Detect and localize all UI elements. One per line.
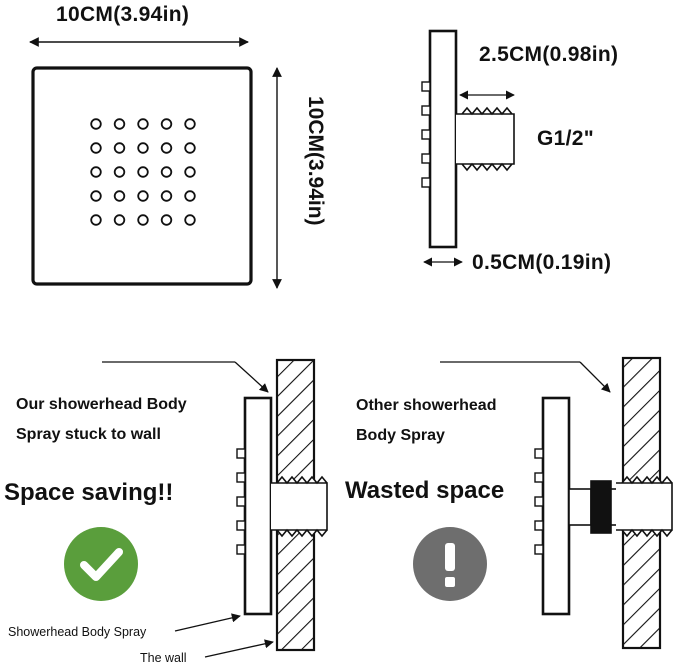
depth-label: 2.5CM(0.98in) <box>479 43 619 66</box>
height-label: 10CM(3.94in) <box>304 96 327 226</box>
side-nozzles <box>421 81 431 188</box>
nozzle <box>137 118 149 130</box>
space-saving-label: Space saving!! <box>4 479 174 506</box>
nozzle <box>160 166 173 178</box>
nozzle <box>184 142 196 154</box>
nozzle <box>184 166 196 178</box>
wall-callout-label: The wall <box>140 651 187 665</box>
exclamation-icon <box>445 543 455 587</box>
exclamation-badge <box>413 527 487 601</box>
nozzle <box>184 214 196 226</box>
check-badge <box>64 527 138 601</box>
nozzle <box>160 118 173 130</box>
nozzle <box>90 142 102 154</box>
connector-nut <box>590 480 612 534</box>
ours-caption-line2: Spray stuck to wall <box>16 426 161 443</box>
threaded-inlet-right <box>616 475 673 538</box>
thread-label: G1/2" <box>537 127 594 150</box>
body-spray-left <box>243 396 273 616</box>
nozzle <box>113 166 126 178</box>
wasted-space-label: Wasted space <box>345 477 505 504</box>
plate-thickness-label: 0.5CM(0.19in) <box>472 251 612 274</box>
check-icon <box>80 548 123 581</box>
threaded-inlet <box>456 106 515 172</box>
plate-side-view <box>428 29 458 249</box>
spray-callout-label: Showerhead Body Spray <box>8 625 147 639</box>
nozzle <box>160 214 173 226</box>
nozzle <box>137 190 149 202</box>
nozzle-grid <box>90 118 196 226</box>
nozzle <box>90 118 102 130</box>
nozzle <box>113 190 126 202</box>
nozzle <box>113 214 126 226</box>
spray-callout-line <box>174 613 241 632</box>
extension-pipe <box>568 488 592 526</box>
nozzle <box>90 166 102 178</box>
nozzle <box>184 190 196 202</box>
width-label: 10CM(3.94in) <box>56 3 190 26</box>
threaded-inlet-left <box>271 475 328 538</box>
nozzle <box>160 190 173 202</box>
nozzle <box>90 214 102 226</box>
ours-caption-line1: Our showerhead Body <box>16 396 187 413</box>
other-caption-line2: Body Spray <box>356 427 445 444</box>
other-caption-line1: Other showerhead <box>356 397 497 414</box>
nozzle <box>184 118 196 130</box>
wall-callout-line <box>204 639 274 658</box>
nozzle <box>113 118 126 130</box>
nozzle <box>90 190 102 202</box>
nozzle <box>113 142 126 154</box>
nozzle <box>160 142 173 154</box>
nozzle <box>137 166 149 178</box>
nozzle <box>137 214 149 226</box>
body-spray-right <box>541 396 571 616</box>
nozzle <box>137 142 149 154</box>
